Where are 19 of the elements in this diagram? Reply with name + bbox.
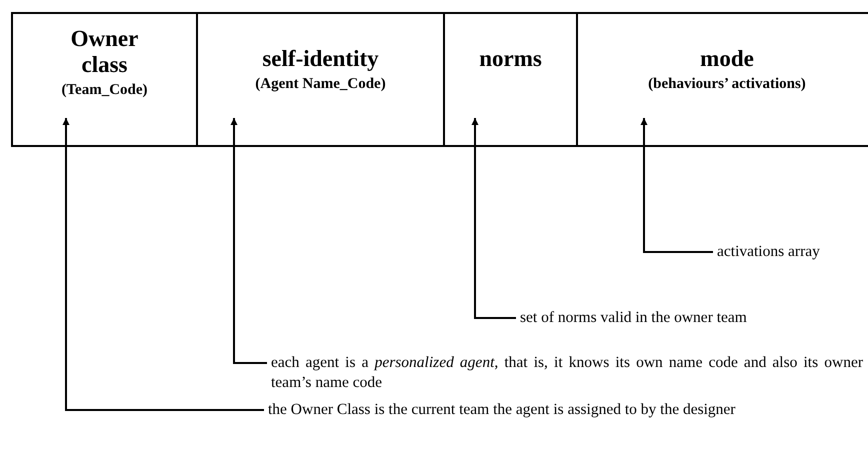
field-heading: norms <box>479 46 542 72</box>
annotation-text: activations array <box>717 242 867 262</box>
field-heading: mode <box>700 46 754 72</box>
field-heading: self-identity <box>262 46 379 72</box>
leader-arrow <box>230 118 267 364</box>
field-cell <box>196 12 443 147</box>
leader-arrow <box>472 118 516 319</box>
annotation-text: each agent is a personalized agent, that is, it knows its own name code and also its owner team’s name code <box>271 353 863 393</box>
field-subtitle: (Agent Name_Code) <box>255 75 386 93</box>
leader-arrow <box>62 118 264 411</box>
field-subtitle: (behaviours’ activations) <box>648 75 806 93</box>
field-subtitle: (Team_Code) <box>61 81 148 99</box>
field-cell <box>443 12 576 147</box>
annotation-text: the Owner Class is the current team the agent is assigned to by the designer <box>268 400 868 420</box>
field-cell <box>576 12 868 147</box>
leader-arrow <box>640 118 713 253</box>
field-cell <box>11 12 196 147</box>
field-heading: Owner class <box>70 26 140 78</box>
annotation-text: set of norms valid in the owner team <box>520 308 860 328</box>
